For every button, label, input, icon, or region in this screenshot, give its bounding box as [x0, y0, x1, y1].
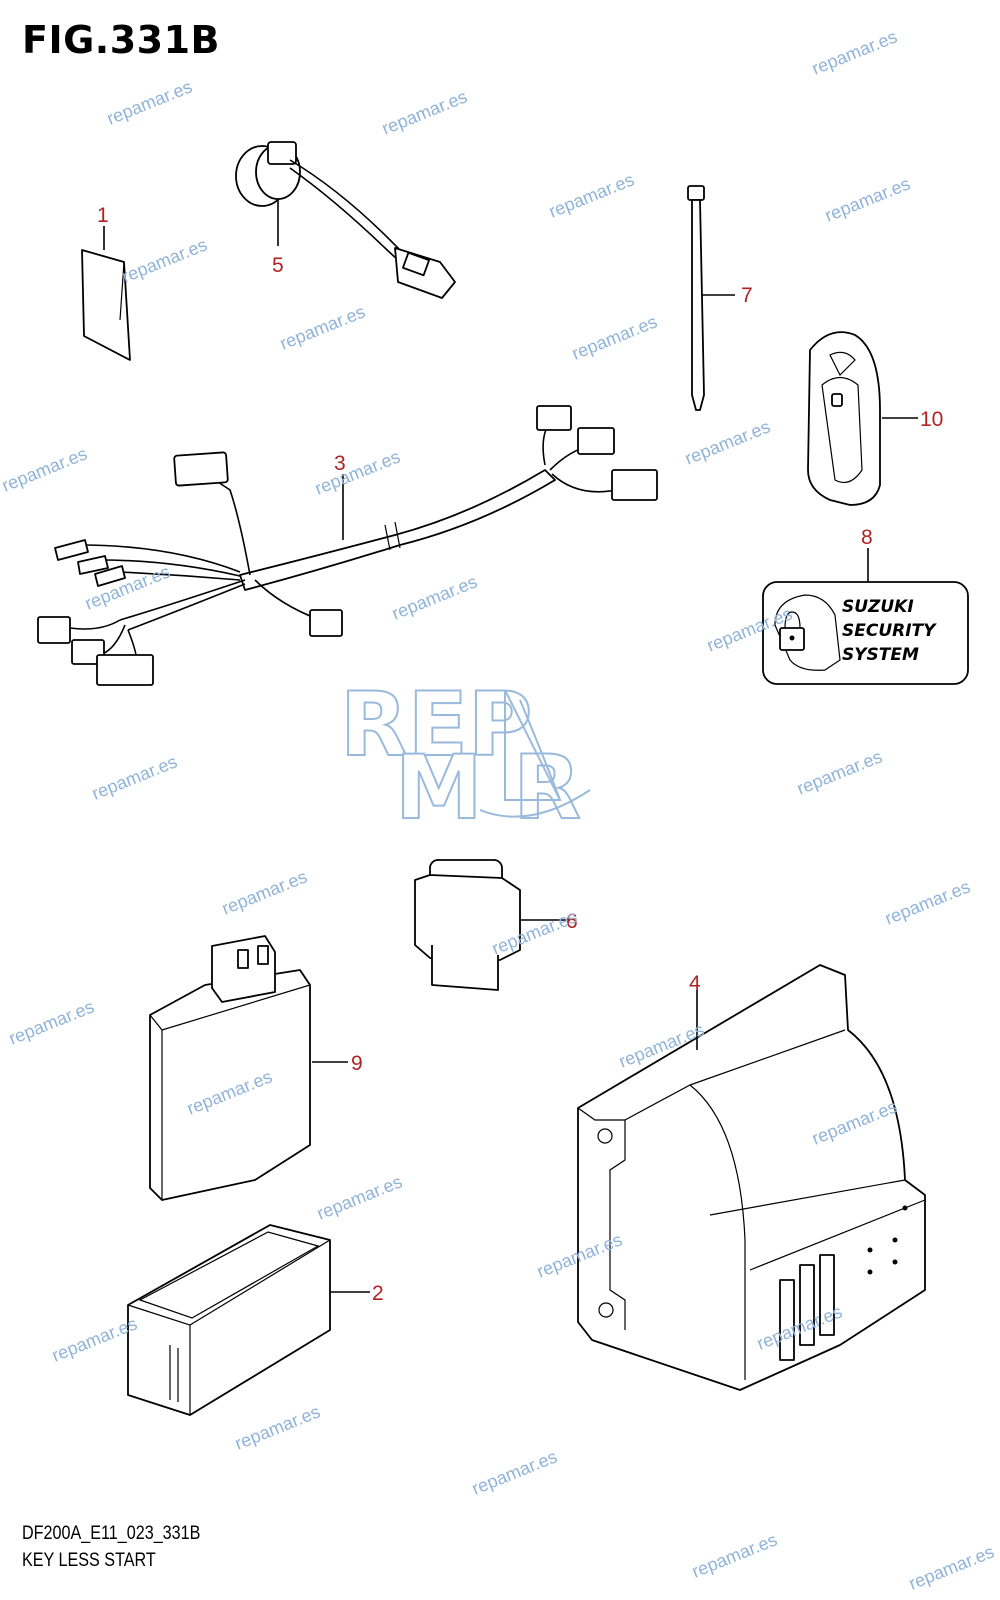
part-3-wiring-harness: [37, 405, 658, 686]
figure-title: FIG.331B: [22, 18, 221, 62]
security-label-line3: SYSTEM: [842, 645, 919, 665]
callout-1: 1: [97, 204, 109, 227]
watermark-text: repamar.es: [882, 876, 973, 928]
watermark-logo: REP M R: [339, 672, 591, 840]
watermark-text: repamar.es: [49, 1313, 140, 1365]
watermark-text: repamar.es: [906, 1541, 997, 1593]
part-6-switch: [414, 859, 570, 991]
watermark-text: repamar.es: [689, 1529, 780, 1581]
part-10-key-fob: [807, 331, 918, 506]
callout-7: 7: [741, 284, 753, 307]
watermark-text: repamar.es: [219, 866, 310, 918]
part-4-bracket: [577, 964, 926, 1391]
callout-2: 2: [372, 1282, 384, 1305]
part-2-case: [127, 1224, 370, 1416]
part-9-control-unit: [149, 935, 348, 1201]
watermark-text: repamar.es: [314, 1171, 405, 1223]
watermark-text: repamar.es: [682, 416, 773, 468]
part-7-cable-tie: [687, 185, 735, 411]
watermark-text: repamar.es: [389, 571, 480, 623]
watermark-text: repamar.es: [809, 26, 900, 78]
watermark-text: repamar.es: [6, 996, 97, 1048]
watermark-logo-top: REP: [340, 673, 532, 776]
callout-8: 8: [861, 526, 873, 549]
watermark-text: repamar.es: [0, 443, 90, 495]
figure-subtitle: KEY LESS START: [22, 1550, 156, 1571]
watermark-text: repamar.es: [89, 751, 180, 803]
watermark-text: repamar.es: [469, 1446, 560, 1498]
callout-10: 10: [920, 408, 943, 431]
watermark-logo-bottom: M R: [395, 736, 581, 839]
watermark-text: repamar.es: [822, 173, 913, 225]
watermark-text: repamar.es: [312, 446, 403, 498]
watermark-text: repamar.es: [119, 234, 210, 286]
callout-4: 4: [689, 972, 701, 995]
figure-code: DF200A_E11_023_331B: [22, 1523, 201, 1544]
watermark-text: repamar.es: [794, 746, 885, 798]
callouts: 1 2 3 4 5 6 7 8 9 10: [97, 204, 943, 1305]
part-5-buzzer: [235, 141, 456, 299]
watermark-text: repamar.es: [546, 169, 637, 221]
watermark-text: repamar.es: [569, 311, 660, 363]
watermark-text: repamar.es: [232, 1401, 323, 1453]
watermark-text: repamar.es: [104, 76, 195, 128]
watermark-text: repamar.es: [277, 301, 368, 353]
callout-5: 5: [272, 254, 284, 277]
part-8-security-label: SUZUKI SECURITY SYSTEM: [762, 548, 969, 685]
callout-3: 3: [334, 452, 346, 475]
part-1-sheet: [81, 226, 131, 361]
watermark-text: repamar.es: [379, 86, 470, 138]
callout-9: 9: [351, 1052, 363, 1075]
callout-6: 6: [566, 910, 578, 933]
security-label-line1: SUZUKI: [842, 597, 914, 617]
security-label-line2: SECURITY: [842, 621, 937, 641]
